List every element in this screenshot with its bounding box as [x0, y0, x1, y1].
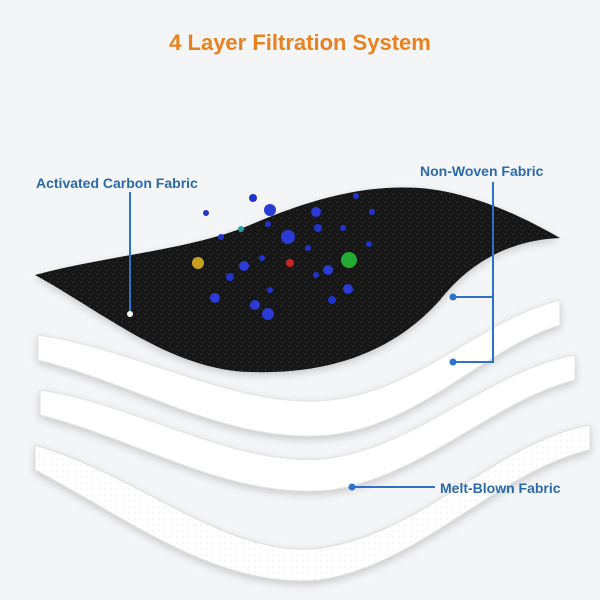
- particle-blue: [305, 245, 311, 251]
- layer-1-carbon-fabric: [35, 187, 560, 373]
- page-title: 4 Layer Filtration System: [169, 30, 431, 55]
- particle-green: [341, 252, 357, 268]
- particle-blue: [262, 308, 274, 320]
- particle-blue: [314, 224, 322, 232]
- particle-red: [286, 259, 294, 267]
- particle-blue: [311, 207, 321, 217]
- particle-blue: [264, 204, 276, 216]
- particle-yellow: [192, 257, 204, 269]
- particle-blue: [328, 296, 336, 304]
- leader-dot-nonwoven-upper: [449, 293, 457, 301]
- particles: [192, 193, 375, 320]
- particle-blue: [239, 261, 249, 271]
- leader-lines: [127, 182, 494, 488]
- label-activated-carbon: Activated Carbon Fabric: [36, 175, 198, 191]
- particle-blue: [250, 300, 260, 310]
- particle-blue: [265, 221, 271, 227]
- particle-blue: [343, 284, 353, 294]
- particle-blue: [210, 293, 220, 303]
- particle-blue: [313, 272, 319, 278]
- particle-blue: [369, 209, 375, 215]
- label-melt-blown: Melt-Blown Fabric: [440, 480, 561, 496]
- particle-blue: [340, 225, 346, 231]
- particle-blue: [281, 230, 295, 244]
- particle-blue: [366, 241, 372, 247]
- label-non-woven: Non-Woven Fabric: [420, 163, 544, 179]
- particle-blue: [267, 287, 273, 293]
- leader-dot-meltblown: [348, 483, 356, 491]
- particle-blue: [323, 265, 333, 275]
- particle-teal: [238, 226, 244, 232]
- particle-blue: [353, 193, 359, 199]
- particle-blue: [203, 210, 209, 216]
- layer-2-fabric: [37, 299, 561, 437]
- particle-blue: [259, 255, 265, 261]
- layer-3-fabric: [39, 354, 576, 492]
- leader-dot-carbon: [127, 311, 133, 317]
- particle-blue: [249, 194, 257, 202]
- layer-4-fabric: [34, 424, 591, 582]
- particle-blue: [218, 234, 224, 240]
- particle-blue: [226, 273, 234, 281]
- leader-line-nonwoven: [455, 182, 494, 363]
- leader-dot-nonwoven-lower: [449, 358, 457, 366]
